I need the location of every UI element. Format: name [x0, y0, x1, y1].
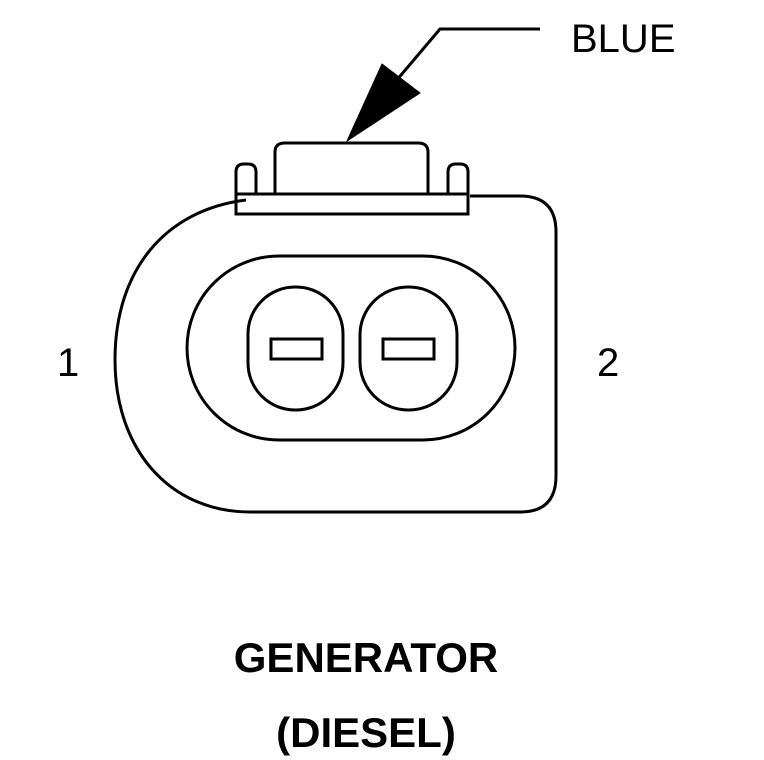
caption-line-1: GENERATOR — [233, 634, 499, 681]
terminal-cavity-1 — [246, 285, 345, 412]
connector-face — [185, 254, 517, 442]
pin-1-label: 1 — [57, 341, 80, 385]
caption-line-2: (DIESEL) — [276, 709, 456, 756]
color-callout-label: BLUE — [571, 17, 676, 61]
terminal-cavity-2 — [358, 285, 459, 412]
connector-housing — [113, 194, 558, 514]
locking-tab — [234, 141, 470, 216]
terminal-slot-2 — [381, 337, 436, 361]
terminal-slot-1 — [269, 337, 324, 361]
callout-arrowhead — [345, 63, 421, 143]
pin-2-label: 2 — [597, 341, 620, 385]
callout-leader — [345, 27, 540, 143]
